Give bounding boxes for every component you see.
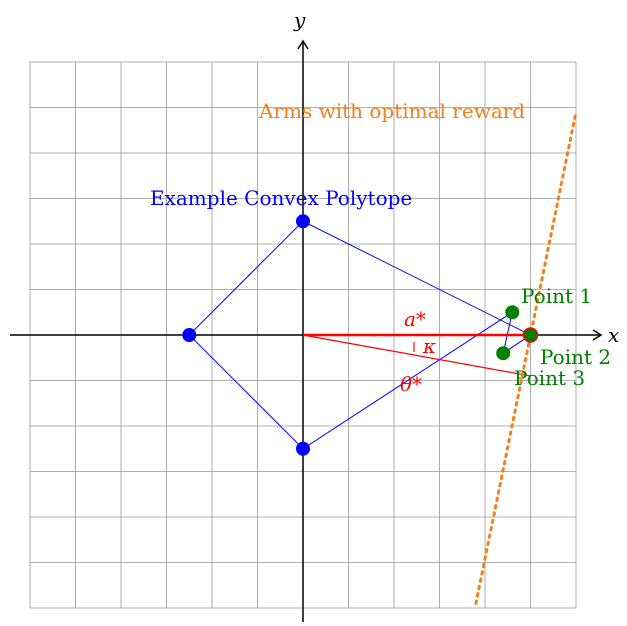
point-1-label: Point 1 [521,284,592,308]
optimal-reward-line [474,110,578,605]
point-2-marker [522,327,539,343]
kappa-label: κ [422,334,436,358]
a-star-label: a* [404,307,426,331]
y-axis-label: y [293,8,306,32]
y-axis-arrowhead [297,39,309,50]
point-3-marker [496,346,511,361]
theta-star-label: θ* [400,372,422,396]
polytope-vertex-left [182,328,197,342]
polytope-vertex-bottom [296,441,310,456]
optimal-reward-label: Arms with optimal reward [258,99,525,123]
point-2-label: Point 2 [540,345,611,369]
polytope-vertex-top [296,214,310,229]
x-axis-label: x [608,323,619,347]
polytope-label: Example Convex Polytope [150,186,412,210]
x-axis-arrowhead [592,329,603,341]
point-3-label: Point 3 [514,366,585,390]
point-1-marker [505,305,520,320]
theta-star-vector [302,334,531,377]
markers [182,214,539,456]
